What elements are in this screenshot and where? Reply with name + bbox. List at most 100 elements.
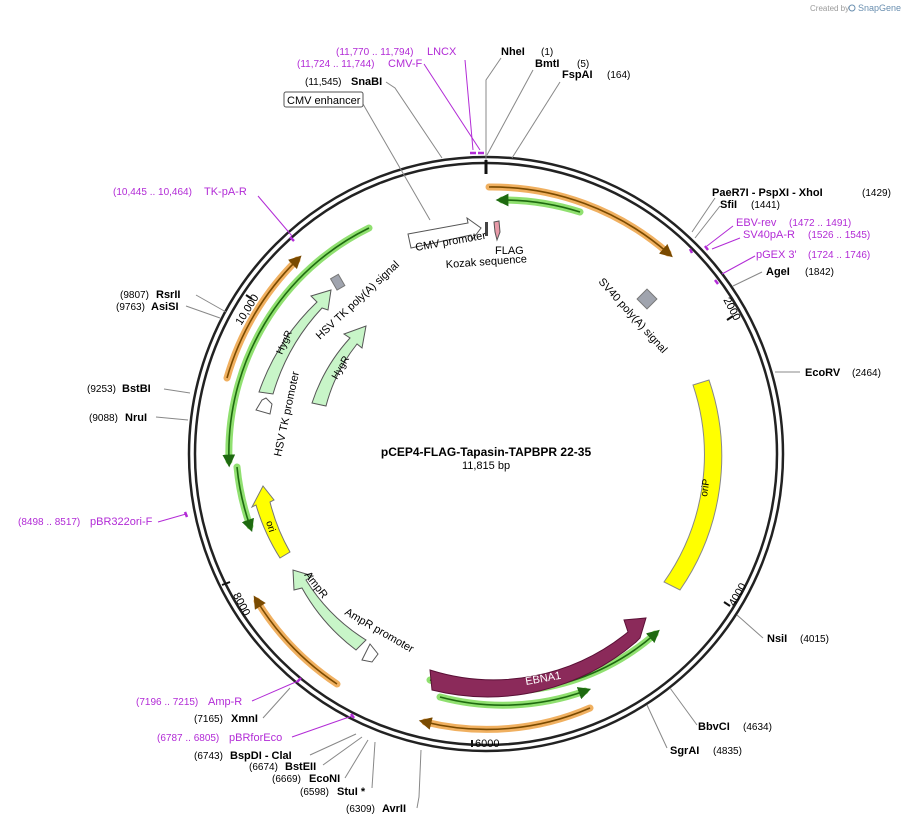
label-flag: FLAG bbox=[495, 245, 524, 257]
kozak-marker[interactable] bbox=[485, 222, 488, 236]
label-kozak: Kozak sequence bbox=[445, 253, 527, 271]
orip-arrow[interactable] bbox=[663, 379, 723, 591]
plasmid-name: pCEP4-FLAG-Tapasin-TAPBPR 22-35 bbox=[381, 445, 592, 459]
orf-arrow-4[interactable] bbox=[439, 687, 592, 706]
orf-arrow-9[interactable] bbox=[226, 255, 302, 379]
enzyme-pos-sgrai: (4835) bbox=[713, 746, 742, 757]
orf-arrow-8[interactable] bbox=[236, 466, 254, 533]
enzyme-pos-xmni: (7165) bbox=[194, 714, 223, 725]
primer-pos-pbr322ori-f: (8498 .. 8517) bbox=[18, 517, 80, 528]
orf-arrow-5[interactable] bbox=[418, 707, 591, 731]
enzyme-name-sfii[interactable]: SfiI bbox=[720, 199, 737, 211]
enzyme-name-agei[interactable]: AgeI bbox=[766, 266, 790, 278]
enzyme-name-ecorv[interactable]: EcoRV bbox=[805, 367, 841, 379]
enzyme-pos-avrii: (6309) bbox=[346, 804, 375, 815]
enzyme-pos-asisi: (9763) bbox=[116, 302, 145, 313]
enzyme-name-bstbi[interactable]: BstBI bbox=[122, 383, 151, 395]
orf-arrow-7[interactable] bbox=[222, 227, 370, 468]
primer-pos-pgex3: (1724 .. 1746) bbox=[808, 250, 870, 261]
tick-label-4000: 4000 bbox=[727, 581, 750, 608]
enzyme-name-econi[interactable]: EcoNI bbox=[309, 773, 340, 785]
enzyme-name-bbvci[interactable]: BbvCI bbox=[698, 721, 730, 733]
label-ori: ori bbox=[263, 520, 277, 534]
ampr-arrow[interactable] bbox=[292, 569, 367, 651]
primer-pos-tk-pa-r: (10,445 .. 10,464) bbox=[113, 187, 192, 198]
credit-brand[interactable]: SnapGene bbox=[858, 3, 901, 13]
flag-arrow[interactable] bbox=[493, 220, 501, 242]
label-cmv-enhancer: CMV enhancer bbox=[287, 95, 361, 107]
enzyme-name-fspai[interactable]: FspAI bbox=[562, 69, 593, 81]
primer-name-pgex3[interactable]: pGEX 3' bbox=[756, 249, 797, 261]
enzyme-pos-bstbi: (9253) bbox=[87, 384, 116, 395]
primer-labels: (11,770 .. 11,794) LNCX (11,724 .. 11,74… bbox=[18, 46, 870, 744]
enzyme-name-avrii[interactable]: AvrII bbox=[382, 803, 406, 815]
enzyme-name-rsrii[interactable]: RsrII bbox=[156, 289, 180, 301]
primer-pos-pbrforeco: (6787 .. 6805) bbox=[157, 733, 219, 744]
tick-label-6000: 6000 bbox=[475, 738, 499, 750]
enzyme-name-asisi[interactable]: AsiSI bbox=[151, 301, 179, 313]
enzyme-pos-xhoi: (1429) bbox=[862, 188, 891, 199]
enzyme-name-nrui[interactable]: NruI bbox=[125, 412, 147, 424]
sv40-polya-box[interactable] bbox=[636, 288, 658, 310]
primer-name-pbr322ori-f[interactable]: pBR322ori-F bbox=[90, 516, 153, 528]
enzyme-pos-nsii: (4015) bbox=[800, 634, 829, 645]
label-sv40-polya: SV40 poly(A) signal bbox=[596, 276, 670, 356]
enzyme-pos-bsteii: (6674) bbox=[249, 762, 278, 773]
primer-pos-lncx: (11,770 .. 11,794) bbox=[336, 47, 413, 58]
hygr-inner-arrow[interactable] bbox=[311, 325, 367, 407]
primer-name-pbrforeco[interactable]: pBRforEco bbox=[229, 732, 282, 744]
enzyme-pos-econi: (6669) bbox=[272, 774, 301, 785]
primer-pos-sv40pa-r: (1526 .. 1545) bbox=[808, 230, 870, 241]
enzyme-pos-bmti: (5) bbox=[577, 59, 589, 70]
primer-name-tk-pa-r[interactable]: TK-pA-R bbox=[204, 186, 247, 198]
primer-pos-cmv-f: (11,724 .. 11,744) bbox=[297, 59, 374, 70]
hsv-tk-promoter-arrow[interactable] bbox=[255, 397, 273, 415]
enzyme-pos-ecorv: (2464) bbox=[852, 368, 881, 379]
plasmid-size: 11,815 bp bbox=[462, 460, 510, 472]
credit-text: Created by bbox=[810, 4, 849, 13]
enzyme-name-clai[interactable]: BspDI - ClaI bbox=[230, 750, 292, 762]
primer-name-amp-r[interactable]: Amp-R bbox=[208, 696, 242, 708]
leader-lines bbox=[155, 57, 800, 809]
ebna1-arrow[interactable] bbox=[429, 617, 647, 698]
orf-arrow-1[interactable] bbox=[488, 186, 673, 258]
orf-arrow-2[interactable] bbox=[495, 193, 581, 213]
primer-name-lncx[interactable]: LNCX bbox=[427, 46, 457, 58]
enzyme-pos-rsrii: (9807) bbox=[120, 290, 149, 301]
hygr-outer-arrow[interactable] bbox=[258, 289, 332, 395]
enzyme-name-bsteii[interactable]: BstEII bbox=[285, 761, 316, 773]
primer-pos-ebv-rev: (1472 .. 1491) bbox=[789, 218, 851, 229]
enzyme-name-bmti[interactable]: BmtI bbox=[535, 58, 559, 70]
cmv-promoter-arrow[interactable] bbox=[407, 216, 482, 249]
enzyme-pos-sfii: (1441) bbox=[751, 200, 780, 211]
enzyme-name-snabi[interactable]: SnaBI bbox=[351, 76, 382, 88]
primer-name-sv40pa-r[interactable]: SV40pA-R bbox=[743, 229, 795, 241]
label-orip: oriP bbox=[699, 478, 712, 497]
enzyme-pos-nrui: (9088) bbox=[89, 413, 118, 424]
tick-label-8000: 8000 bbox=[230, 591, 252, 618]
enzyme-pos-fspai: (164) bbox=[607, 70, 630, 81]
ori-arrow[interactable] bbox=[250, 485, 291, 559]
enzyme-name-nhei[interactable]: NheI bbox=[501, 46, 525, 58]
ampr-promoter-arrow[interactable] bbox=[361, 643, 379, 663]
primer-name-ebv-rev[interactable]: EBV-rev bbox=[736, 217, 777, 229]
features bbox=[250, 216, 723, 698]
enzyme-pos-stui: (6598) bbox=[300, 787, 329, 798]
enzyme-name-nsii[interactable]: NsiI bbox=[767, 633, 787, 645]
enzyme-name-xhoi[interactable]: PaeR7I - PspXI - XhoI bbox=[712, 187, 823, 199]
enzyme-labels: NheI (1) BmtI (5) FspAI (164) (11,545) S… bbox=[87, 46, 891, 815]
primer-name-cmv-f[interactable]: CMV-F bbox=[388, 58, 423, 70]
enzyme-name-stui[interactable]: StuI * bbox=[337, 786, 366, 798]
enzyme-pos-clai: (6743) bbox=[194, 751, 223, 762]
orf-arrow-6[interactable] bbox=[253, 595, 338, 685]
primer-pos-amp-r: (7196 .. 7215) bbox=[136, 697, 198, 708]
enzyme-name-xmni[interactable]: XmnI bbox=[231, 713, 258, 725]
cmv-enhancer-box[interactable] bbox=[283, 91, 364, 108]
enzyme-pos-nhei: (1) bbox=[541, 47, 553, 58]
enzyme-pos-agei: (1842) bbox=[805, 267, 834, 278]
hsv-tk-polya-box[interactable] bbox=[329, 273, 346, 291]
snapgene-logo-icon bbox=[848, 4, 856, 12]
enzyme-name-sgrai[interactable]: SgrAI bbox=[670, 745, 699, 757]
enzyme-pos-snabi: (11,545) bbox=[305, 77, 342, 88]
